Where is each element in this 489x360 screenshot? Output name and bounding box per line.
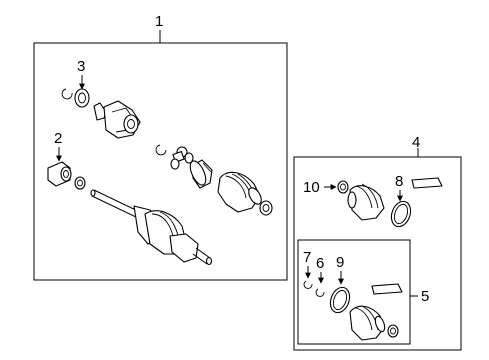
clamp-ring-inner [77,179,83,187]
clamp-ring-5-inner [390,327,396,335]
washer-ring-inner [78,92,86,104]
grease-tube-5-part [371,283,403,295]
sub-kit-boot-part [349,305,386,341]
callout-8: 8 [395,173,403,190]
snap-ring-6-part [315,288,325,297]
snap-ring-2-part [155,144,167,156]
callout-5: 5 [421,288,429,305]
clamp-ring-10-part [337,180,349,194]
outer-boot-part [217,171,262,213]
axle-shaft-part [90,189,213,266]
clamp-band-9-inner [332,289,348,311]
sub-kit-box [297,239,411,345]
washer-ring-part [74,88,90,108]
callout-2: 2 [54,130,62,147]
tripod-joint-part [170,146,194,170]
clamp-band-8-part [390,200,412,228]
dynamic-damper-part [47,161,72,187]
callout-9: 9 [336,254,344,271]
kit-boot-part [347,183,385,221]
callout-4: 4 [412,134,420,151]
clamp-band-9-part [329,286,351,314]
boot-clamp-inner [262,204,270,212]
clamp-ring-10-inner [340,183,346,191]
snap-ring-7-part [303,280,313,289]
inner-joint-housing-part [93,100,141,139]
boot-kit-box [293,156,462,351]
grease-tube-part [411,177,443,189]
callout-1: 1 [155,13,163,30]
inner-boot-part [189,159,213,189]
clamp-ring-5-part [387,324,399,338]
clamp-ring-part [74,176,86,190]
snap-ring-part [61,88,73,100]
clamp-band-8-inner [393,203,409,225]
boot-clamp-part [259,200,273,216]
callout-3: 3 [77,58,85,75]
callout-6: 6 [316,255,324,272]
callout-10: 10 [303,179,320,196]
callout-7: 7 [303,249,311,266]
